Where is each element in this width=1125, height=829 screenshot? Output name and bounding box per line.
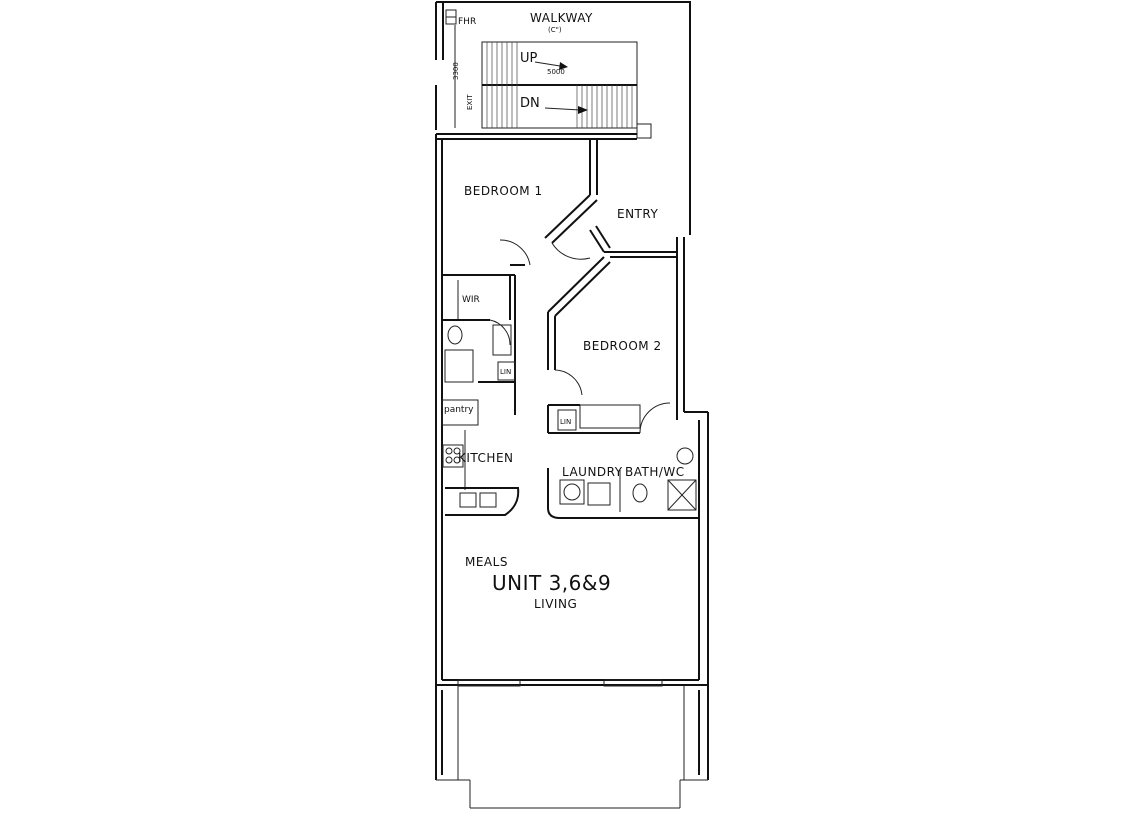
bedroom2-label: BEDROOM 2 [583, 339, 662, 353]
walkway-area [435, 1, 691, 235]
laundry-bath-area [547, 447, 699, 519]
lin2-label: LIN [560, 418, 571, 426]
stair-dim-label: 5000 [547, 68, 565, 76]
bedroom2-walls [547, 256, 671, 434]
laundry-label: LAUNDRY [562, 465, 623, 479]
entry-partition [544, 139, 677, 260]
unit-label: UNIT 3,6&9 [492, 571, 611, 595]
pantry-label: pantry [444, 405, 474, 415]
bedroom1-label: BEDROOM 1 [464, 184, 543, 198]
exit-label: EXIT [466, 94, 474, 110]
dim-3300-label: 3300 [452, 62, 460, 80]
balcony [435, 685, 709, 809]
stair-up-label: UP [520, 51, 538, 66]
stair-dn-label: DN [520, 96, 540, 111]
wir-label: WIR [462, 295, 480, 305]
entry-label: ENTRY [617, 207, 658, 221]
walkway-label: WALKWAY [530, 11, 593, 25]
lin1-label: LIN [500, 368, 511, 376]
meals-label: MEALS [465, 555, 508, 569]
fhr-label: FHR [458, 17, 476, 27]
living-label: LIVING [534, 597, 577, 611]
stairs [481, 41, 652, 139]
kitchen-label: KITCHEN [458, 451, 514, 465]
kitchen-area [441, 399, 520, 516]
bath-label: BATH/WC [625, 465, 685, 479]
wir-area [442, 239, 531, 415]
walkway-note: (C") [548, 26, 562, 34]
